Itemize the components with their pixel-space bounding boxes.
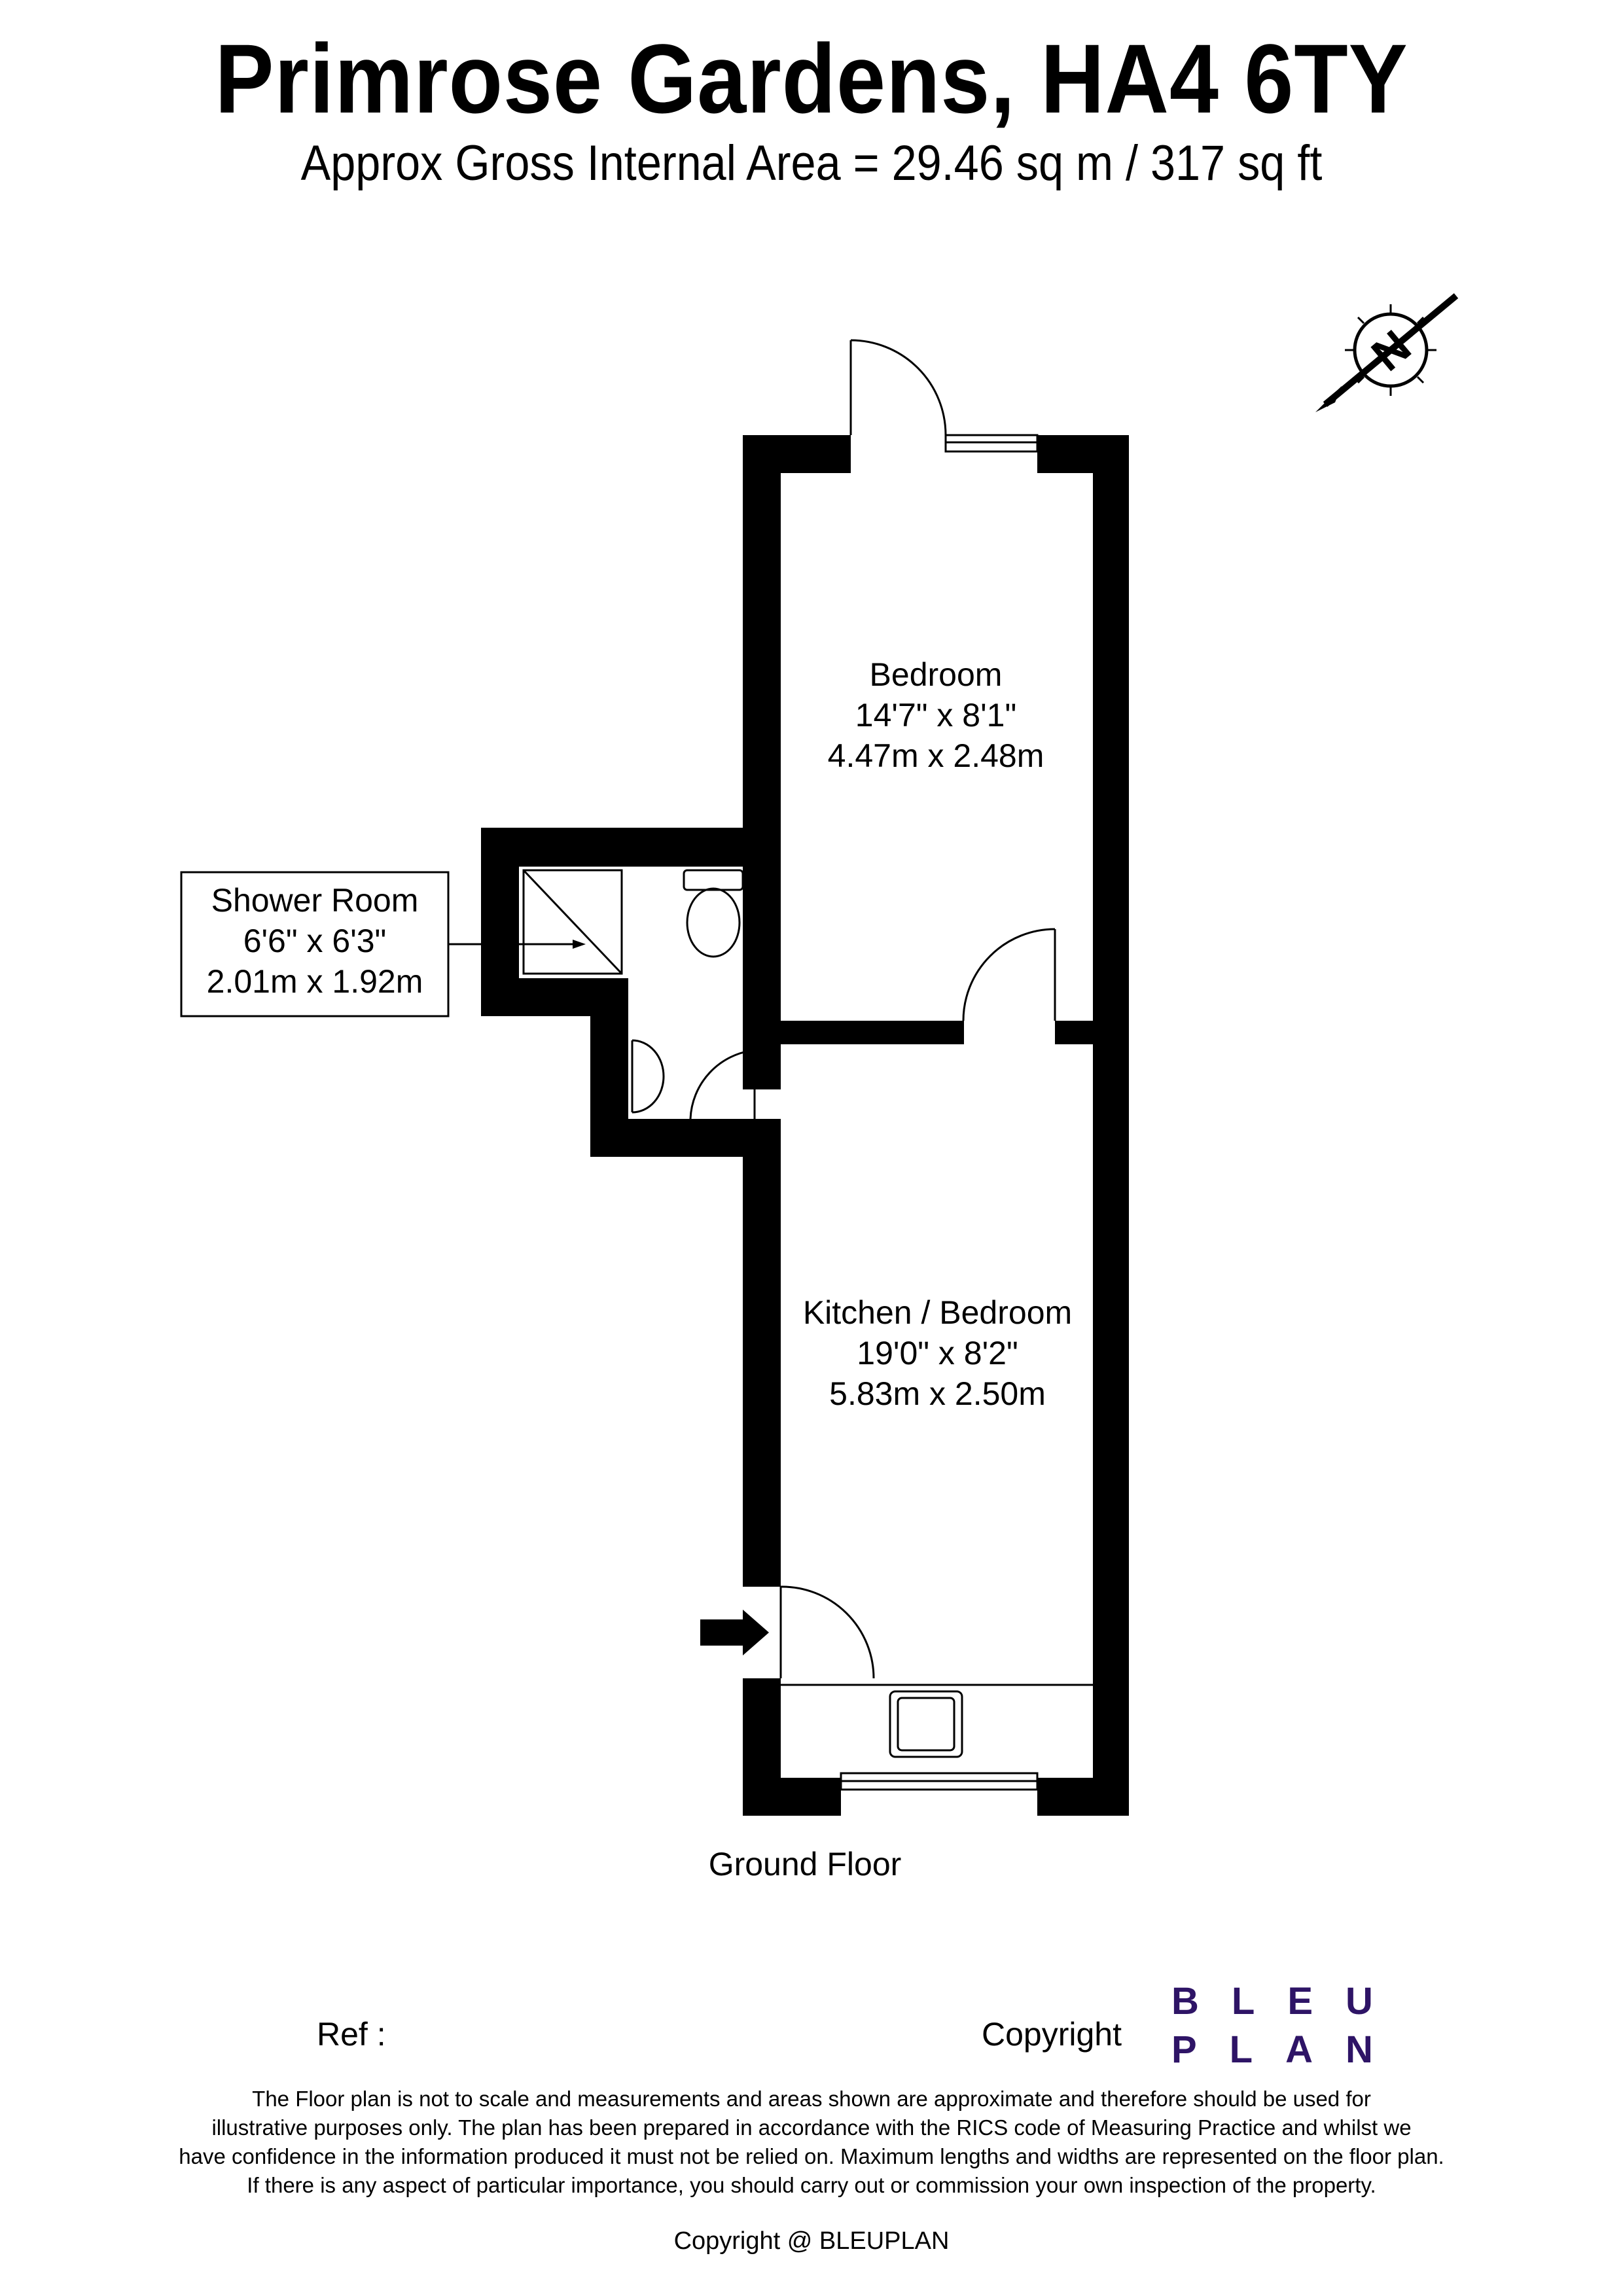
- ref-label: Ref :: [317, 2016, 386, 2053]
- wall-segment: [743, 435, 781, 1089]
- room-kitchen-bedroom: Kitchen / Bedroom 19'0" x 8'2" 5.83m x 2…: [782, 1292, 1093, 1414]
- room-bedroom: Bedroom 14'7" x 8'1" 4.47m x 2.48m: [785, 654, 1086, 776]
- disclaimer-line: have confidence in the information produ…: [179, 2144, 1444, 2168]
- footer-copyright: Copyright @ BLEUPLAN: [673, 2227, 950, 2255]
- wall-segment: [781, 1021, 964, 1044]
- logo-line-2: PLAN: [1171, 2028, 1406, 2071]
- walls: [481, 435, 1129, 1816]
- wall-segment: [1037, 1778, 1129, 1816]
- wall-segment: [1093, 435, 1129, 1816]
- bleuplan-logo: BLEU PLAN: [1171, 1977, 1406, 2074]
- room-dimensions-metric: 4.47m x 2.48m: [827, 737, 1044, 774]
- wall-segment: [743, 1778, 841, 1816]
- disclaimer-line: The Floor plan is not to scale and measu…: [252, 2087, 1371, 2111]
- disclaimer: The Floor plan is not to scale and measu…: [118, 2085, 1505, 2200]
- toilet: [683, 869, 744, 891]
- disclaimer-line: illustrative purposes only. The plan has…: [211, 2115, 1412, 2140]
- room-dimensions-imperial: 19'0" x 8'2": [857, 1335, 1018, 1371]
- room-name: Kitchen / Bedroom: [802, 1294, 1073, 1331]
- logo-line-1: BLEU: [1171, 1980, 1406, 2022]
- page-title: Primrose Gardens, HA4 6TY: [215, 24, 1408, 133]
- disclaimer-line: If there is any aspect of particular imp…: [247, 2173, 1376, 2197]
- compass-rose: N: [1315, 293, 1459, 412]
- room-dimensions-metric: 5.83m x 2.50m: [829, 1375, 1046, 1412]
- shower-tray: [522, 869, 623, 975]
- wall-segment: [1055, 1021, 1093, 1044]
- room-name: Bedroom: [869, 656, 1003, 693]
- room-dimensions-metric: 2.01m x 1.92m: [206, 963, 423, 1000]
- shower-room-label-box: [180, 871, 450, 1017]
- wall-segment: [743, 1119, 781, 1587]
- room-dimensions-imperial: 6'6" x 6'3": [243, 923, 387, 959]
- entrance-arrow-icon: [700, 1610, 769, 1655]
- copyright-label: Copyright: [982, 2016, 1122, 2053]
- kitchen-sink: [889, 1690, 963, 1758]
- wall-segment: [481, 828, 769, 866]
- room-dimensions-imperial: 14'7" x 8'1": [855, 697, 1017, 733]
- gross-area-subtitle: Approx Gross Internal Area = 29.46 sq m …: [300, 135, 1323, 191]
- room-shower-room: Shower Room 6'6" x 6'3" 2.01m x 1.92m: [183, 880, 446, 1002]
- floor-label: Ground Floor: [708, 1846, 902, 1882]
- room-name: Shower Room: [211, 882, 419, 919]
